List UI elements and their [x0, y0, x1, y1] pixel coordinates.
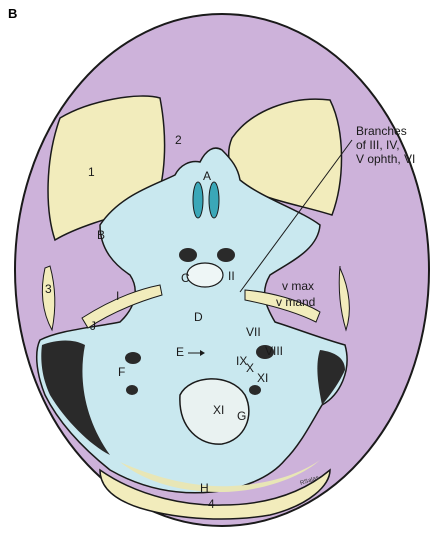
label-XI: XI	[213, 404, 224, 417]
sella-turcica	[187, 263, 223, 287]
label-3: 3	[45, 283, 52, 296]
label-I: I	[116, 290, 119, 303]
foramen-f	[126, 385, 138, 395]
foramen-left	[125, 352, 141, 364]
crista-right	[209, 182, 219, 218]
foramen-g	[249, 385, 261, 395]
label-XI-a: XI	[257, 372, 268, 385]
label-E: E	[176, 346, 184, 359]
label-II: II	[228, 270, 235, 283]
label-J: J	[90, 320, 96, 333]
label-H: H	[200, 482, 209, 495]
label-F: F	[118, 366, 125, 379]
optic-canal-left	[179, 248, 197, 262]
label-G: G	[237, 410, 246, 423]
label-v-mand: v mand	[276, 296, 315, 309]
label-C: C	[181, 272, 190, 285]
label-VIII: VIII	[265, 345, 283, 358]
callout-line-2: of III, IV,	[356, 138, 415, 152]
callout-line-1: Branches	[356, 124, 415, 138]
label-2: 2	[175, 134, 182, 147]
label-X: X	[246, 362, 254, 375]
label-4: 4	[208, 498, 215, 511]
label-v-max: v max	[282, 280, 314, 293]
label-A: A	[203, 170, 211, 183]
label-D: D	[194, 311, 203, 324]
label-VII: VII	[246, 326, 261, 339]
nerve-branches-callout: Branches of III, IV, V ophth, VI	[356, 124, 415, 166]
label-1: 1	[88, 166, 95, 179]
label-B: B	[97, 229, 105, 242]
optic-canal-right	[217, 248, 235, 262]
crista-left	[193, 182, 203, 218]
panel-label: B	[8, 6, 17, 21]
callout-line-3: V ophth, VI	[356, 152, 415, 166]
